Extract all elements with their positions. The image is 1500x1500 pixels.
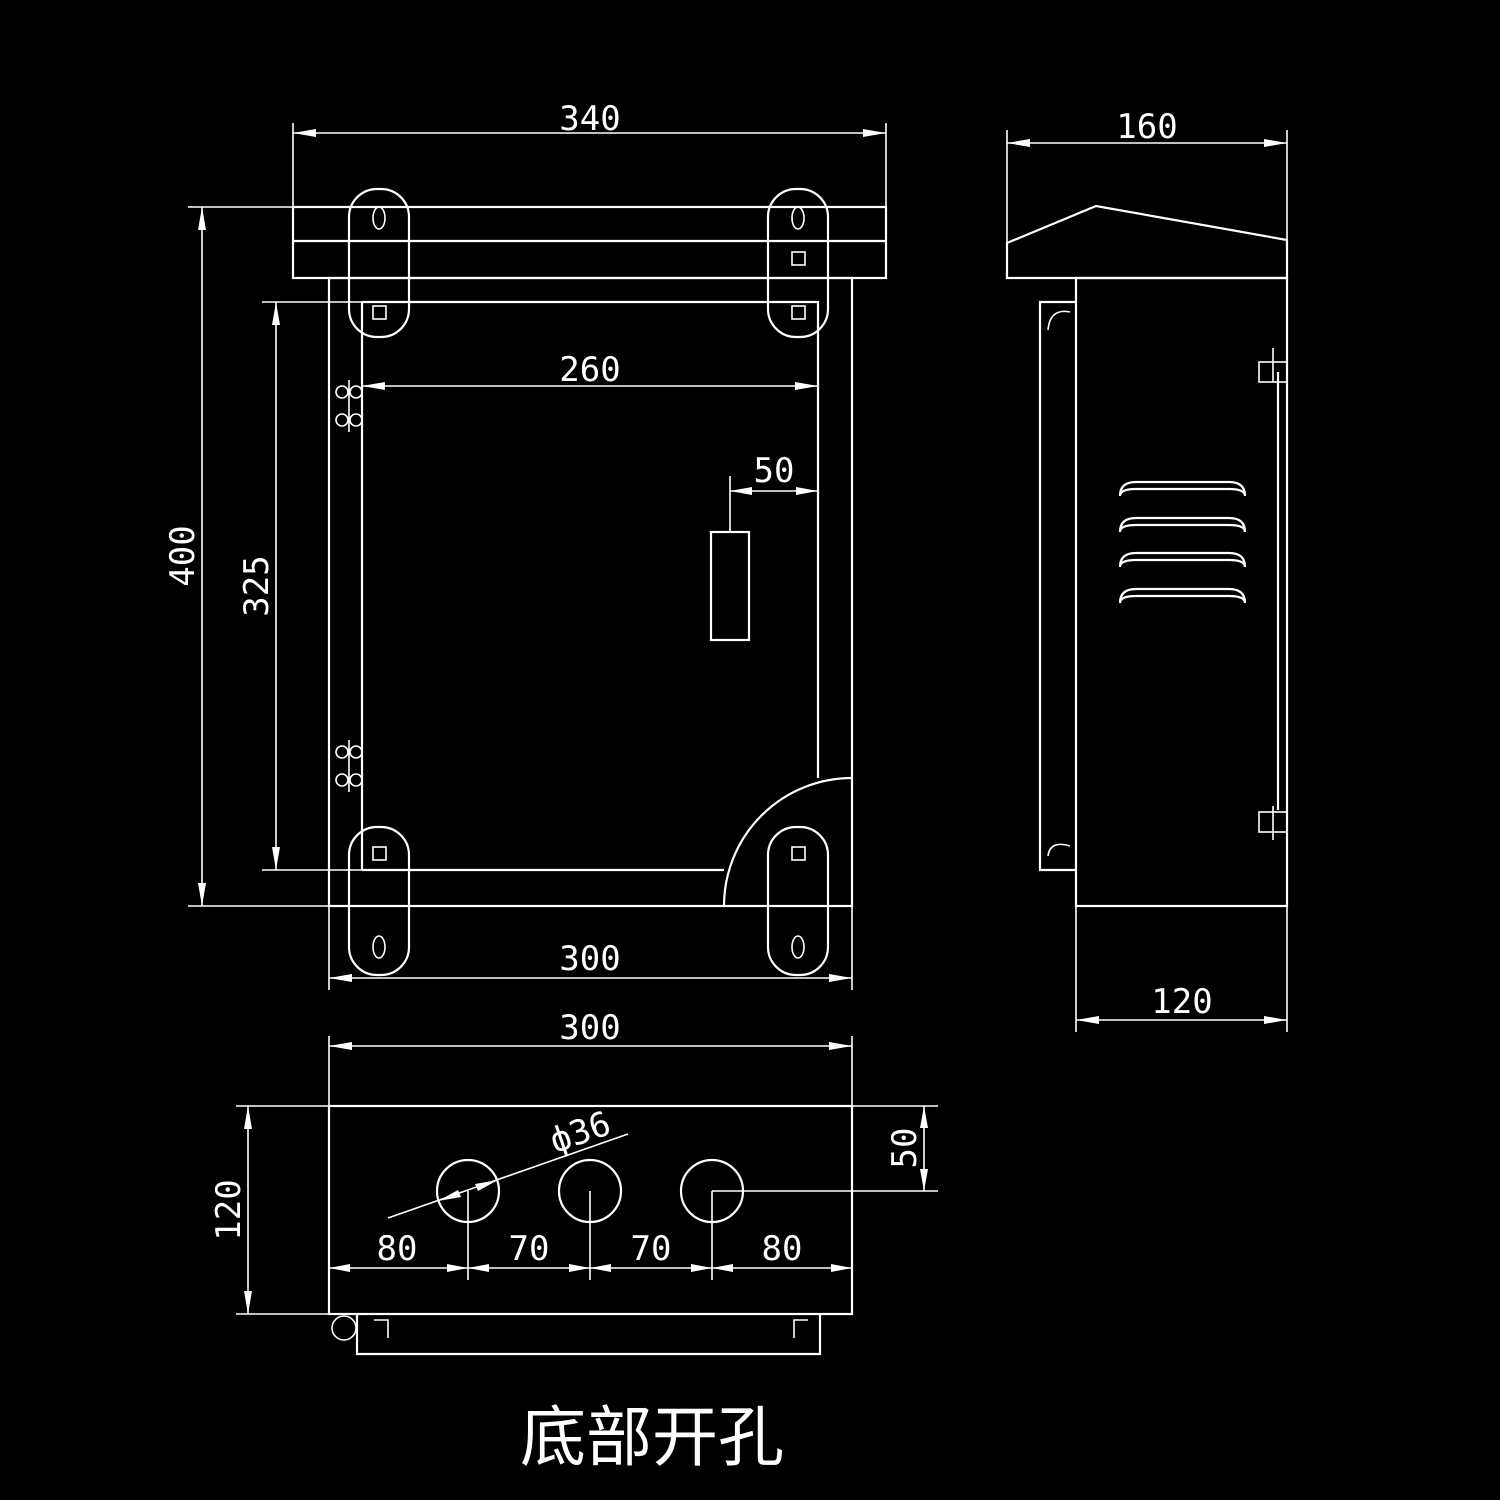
bolt-top-right-b xyxy=(791,305,806,320)
side-bracket-hook-bottom xyxy=(1047,843,1071,857)
door-handle xyxy=(709,530,751,642)
hinge-bottom xyxy=(335,740,363,792)
front-roof xyxy=(291,205,888,280)
bottom-rail xyxy=(355,1314,822,1356)
dim-160: 160 xyxy=(1006,107,1288,243)
bottom-rail-clip-right xyxy=(793,1319,808,1338)
dim-spacing-mid-2-text: 70 xyxy=(631,1229,672,1269)
bracket-top-left xyxy=(347,187,411,339)
side-roof xyxy=(1005,204,1289,280)
dim-120-bottom: 120 xyxy=(209,1105,329,1315)
dim-50-hole: 50 xyxy=(852,1105,938,1191)
dim-325-text: 325 xyxy=(237,555,277,616)
dim-300-bottom: 300 xyxy=(328,1008,853,1106)
dim-diameter-text: ф36 xyxy=(545,1104,616,1162)
dim-300-bottom-text: 300 xyxy=(559,1008,620,1048)
hinge-top xyxy=(335,380,363,432)
dim-340: 340 xyxy=(292,99,887,207)
dim-120-bottom-text: 120 xyxy=(209,1179,249,1240)
bottom-outline xyxy=(327,1104,854,1316)
slot-top-right xyxy=(791,206,805,230)
bracket-bottom-left xyxy=(347,825,411,977)
front-view: 340 400 325 260 xyxy=(163,99,888,990)
slot-bottom-left xyxy=(372,935,386,959)
dim-325: 325 xyxy=(237,301,362,871)
bracket-bottom-right xyxy=(766,825,830,977)
dim-spacing-chain: 80 70 70 80 xyxy=(329,1229,852,1272)
side-bracket-hook-top xyxy=(1047,310,1071,331)
dim-400-text: 400 xyxy=(163,525,203,586)
bottom-rail-knob xyxy=(331,1315,357,1341)
bracket-top-right xyxy=(766,187,830,339)
dim-160-text: 160 xyxy=(1116,107,1177,147)
caption-bottom-holes: 底部开孔 xyxy=(520,1399,784,1476)
dim-260-text: 260 xyxy=(559,350,620,390)
side-louvers xyxy=(1118,480,1247,604)
side-view: 160 120 xyxy=(1005,107,1289,1032)
bolt-top-left xyxy=(372,305,387,320)
bolt-bottom-left xyxy=(372,846,387,861)
bolt-top-right-a xyxy=(791,251,806,266)
dim-50-handle-text: 50 xyxy=(754,451,795,491)
side-hinge-top xyxy=(1258,348,1288,383)
side-hinge-bottom xyxy=(1258,806,1288,840)
bottom-rail-clip-left xyxy=(374,1319,389,1338)
dim-340-text: 340 xyxy=(559,99,620,139)
dim-50-handle: 50 xyxy=(729,451,818,532)
slot-bottom-right xyxy=(791,935,805,959)
dim-spacing-mid-1-text: 70 xyxy=(509,1229,550,1269)
dim-400: 400 xyxy=(163,206,329,907)
front-door-arc xyxy=(722,776,853,907)
dim-50-hole-text: 50 xyxy=(885,1128,925,1169)
front-door-top-right xyxy=(362,300,820,778)
front-body xyxy=(327,276,854,908)
side-body xyxy=(1074,276,1289,908)
dim-300-front-text: 300 xyxy=(559,939,620,979)
dim-120-side: 120 xyxy=(1075,906,1288,1032)
slot-top-left xyxy=(372,206,386,230)
dim-spacing-left-text: 80 xyxy=(377,1229,418,1269)
dim-spacing-right-text: 80 xyxy=(762,1229,803,1269)
side-back-bracket xyxy=(1038,300,1076,872)
dim-300-front: 300 xyxy=(328,906,853,990)
dim-260: 260 xyxy=(362,350,818,390)
dim-120-side-text: 120 xyxy=(1151,982,1212,1022)
bottom-view: 300 120 50 ф36 xyxy=(209,1008,938,1356)
bolt-bottom-right xyxy=(791,846,806,861)
